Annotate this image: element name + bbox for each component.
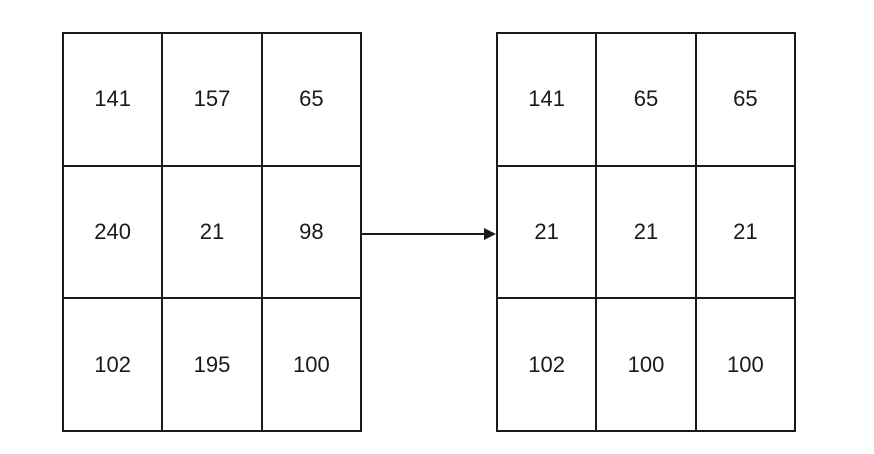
- input-cell-r2c2: 21: [163, 166, 263, 300]
- output-cell-r1c1: 141: [498, 34, 598, 167]
- input-cell-r1c2: 157: [163, 34, 263, 167]
- output-cell-r1c2: 65: [597, 34, 697, 167]
- input-cell-r3c1: 102: [64, 299, 164, 432]
- input-cell-r1c3: 65: [262, 34, 362, 167]
- arrow-head: [484, 228, 496, 240]
- output-cell-r2c3: 21: [696, 166, 796, 300]
- output-cell-r2c2: 21: [597, 166, 697, 300]
- input-cell-r2c1: 240: [64, 166, 164, 300]
- output-cell-r3c3: 100: [696, 299, 796, 432]
- input-cell-r1c1: 141: [64, 34, 164, 167]
- input-cell-r3c3: 100: [262, 299, 362, 432]
- output-matrix: 141 65 65 21 21 21 102 100 100: [496, 32, 796, 432]
- output-cell-r3c2: 100: [597, 299, 697, 432]
- input-cell-r2c3: 98: [262, 166, 362, 300]
- output-cell-r1c3: 65: [696, 34, 796, 167]
- input-cell-r3c2: 195: [163, 299, 263, 432]
- output-cell-r3c1: 102: [498, 299, 598, 432]
- input-matrix: 141 157 65 240 21 98 102 195 100: [62, 32, 362, 432]
- transform-arrow: [362, 228, 496, 240]
- output-cell-r2c1: 21: [498, 166, 598, 300]
